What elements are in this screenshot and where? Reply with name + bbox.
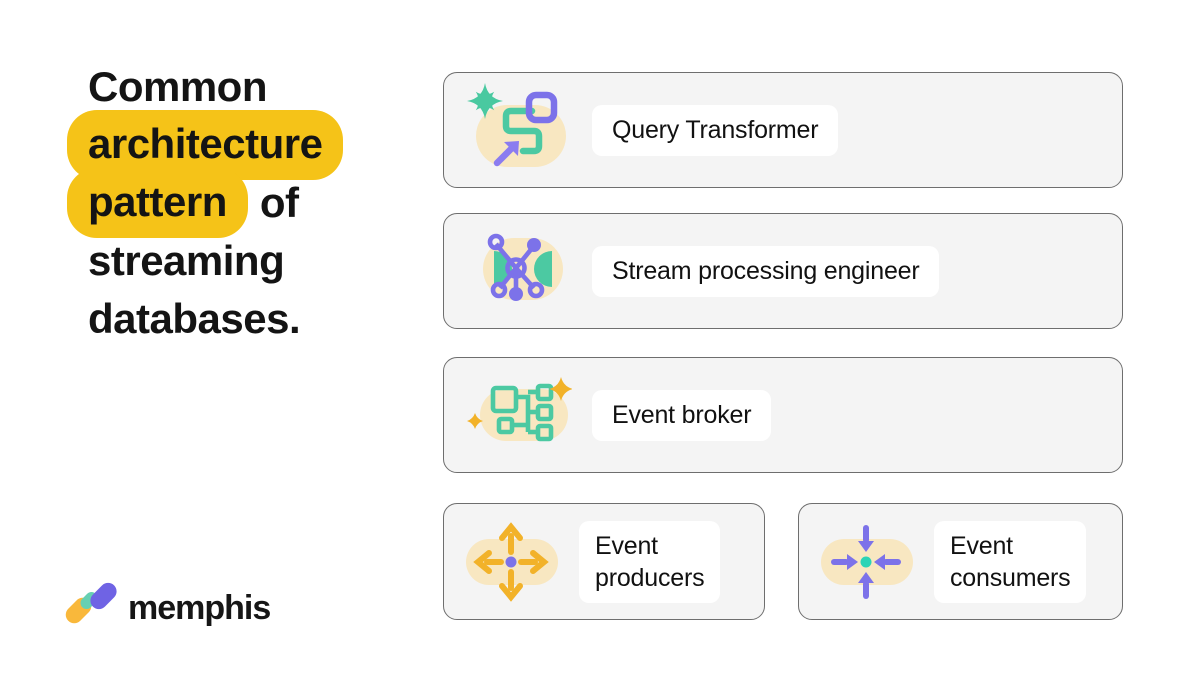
memphis-logo: memphis <box>62 578 271 635</box>
title-line: streaming <box>88 232 418 290</box>
card-label: Event consumers <box>934 520 1087 603</box>
card-label: Event producers <box>579 520 721 603</box>
title-word: streaming <box>88 237 285 284</box>
card-stream-processing: Stream processing engineer <box>443 213 1123 329</box>
title-line: architecture <box>67 110 418 180</box>
title-word-highlighted: pattern <box>67 168 248 238</box>
card-label: Stream processing engineer <box>592 245 940 297</box>
card-event-consumers: Event consumers <box>798 503 1123 620</box>
page-title: Common architecture pattern of streaming… <box>67 58 418 348</box>
query-transformer-icon <box>460 83 572 177</box>
stream-processing-icon <box>460 224 572 318</box>
card-event-producers: Event producers <box>443 503 765 620</box>
event-consumers-icon <box>814 516 918 608</box>
title-line: pattern of <box>67 168 418 238</box>
card-event-broker: Event broker <box>443 357 1123 473</box>
event-broker-icon <box>460 368 572 462</box>
memphis-logo-text: memphis <box>128 589 271 627</box>
title-word: Common <box>88 63 268 110</box>
card-query-transformer: Query Transformer <box>443 72 1123 188</box>
event-producers-icon <box>459 516 563 608</box>
title-word: databases. <box>88 295 301 342</box>
title-line: databases. <box>88 290 418 348</box>
title-word: of <box>259 179 299 226</box>
memphis-logo-mark-icon <box>62 578 118 635</box>
card-label: Event broker <box>592 389 772 441</box>
title-line: Common <box>88 58 418 116</box>
card-label: Query Transformer <box>592 104 839 156</box>
